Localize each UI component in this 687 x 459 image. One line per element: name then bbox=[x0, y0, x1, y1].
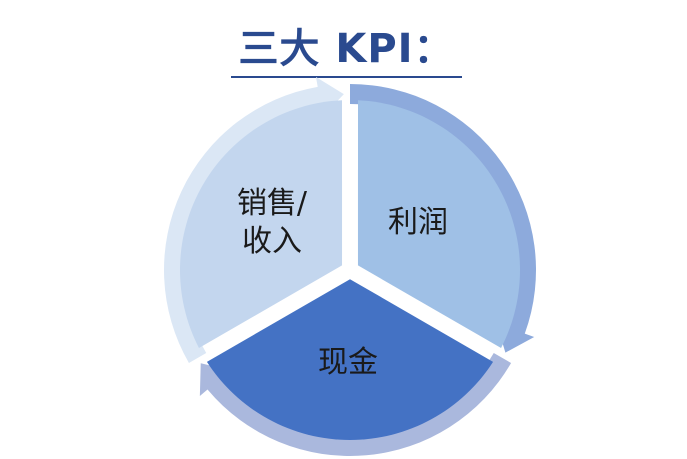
segment-label-sales-0: 销售/ bbox=[237, 186, 308, 221]
segment-profit bbox=[357, 100, 520, 348]
title-underline bbox=[231, 76, 462, 78]
arrow-profit bbox=[350, 84, 536, 353]
cycle-segments bbox=[180, 100, 520, 440]
segment-label-cash-0: 现金 bbox=[318, 345, 378, 380]
segment-cash bbox=[206, 279, 494, 440]
segment-label-profit-0: 利润 bbox=[388, 205, 448, 240]
segment-label-sales-1: 收入 bbox=[242, 224, 302, 259]
page-title: 三大 KPI： bbox=[238, 26, 455, 72]
segment-sales bbox=[180, 100, 343, 348]
arrow-cash bbox=[199, 353, 512, 456]
